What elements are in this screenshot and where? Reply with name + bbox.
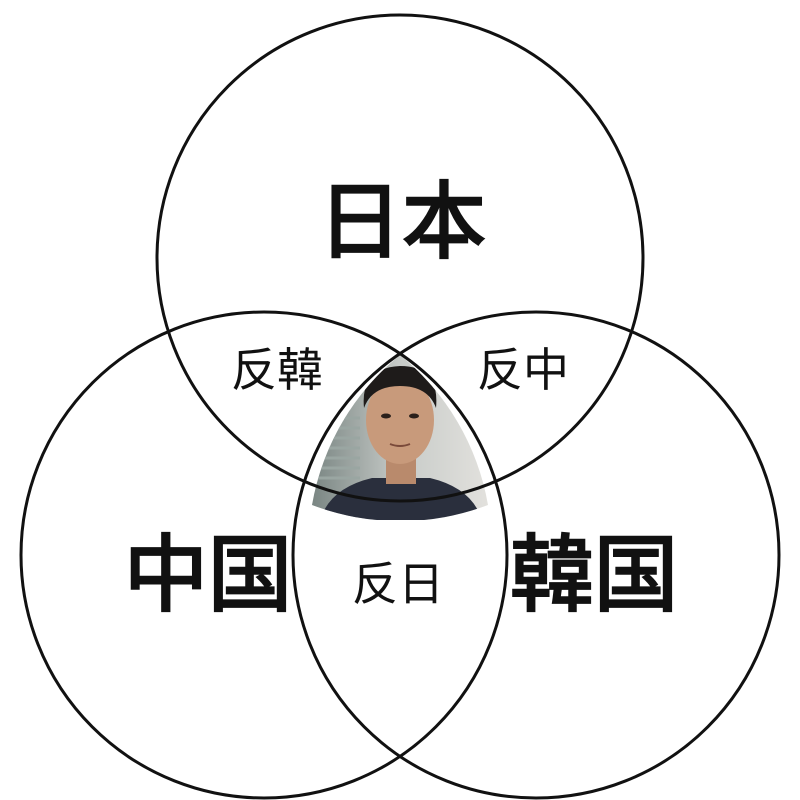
shirt — [320, 478, 482, 520]
label-korea: 韓国 — [510, 526, 678, 624]
circle-korea — [291, 310, 781, 800]
face — [366, 376, 434, 464]
label-japan: 日本 — [318, 173, 486, 271]
label-japan-china: 反韓 — [231, 343, 323, 397]
hair — [363, 366, 437, 408]
label-japan-korea: 反中 — [477, 343, 569, 397]
center-photo — [312, 355, 488, 520]
right-eye — [409, 413, 419, 419]
left-eye — [381, 413, 391, 419]
mouth — [389, 443, 411, 447]
circle-china — [19, 310, 509, 800]
label-china-korea: 反日 — [352, 557, 444, 611]
circle-japan — [155, 13, 645, 503]
label-china: 中国 — [124, 526, 292, 624]
